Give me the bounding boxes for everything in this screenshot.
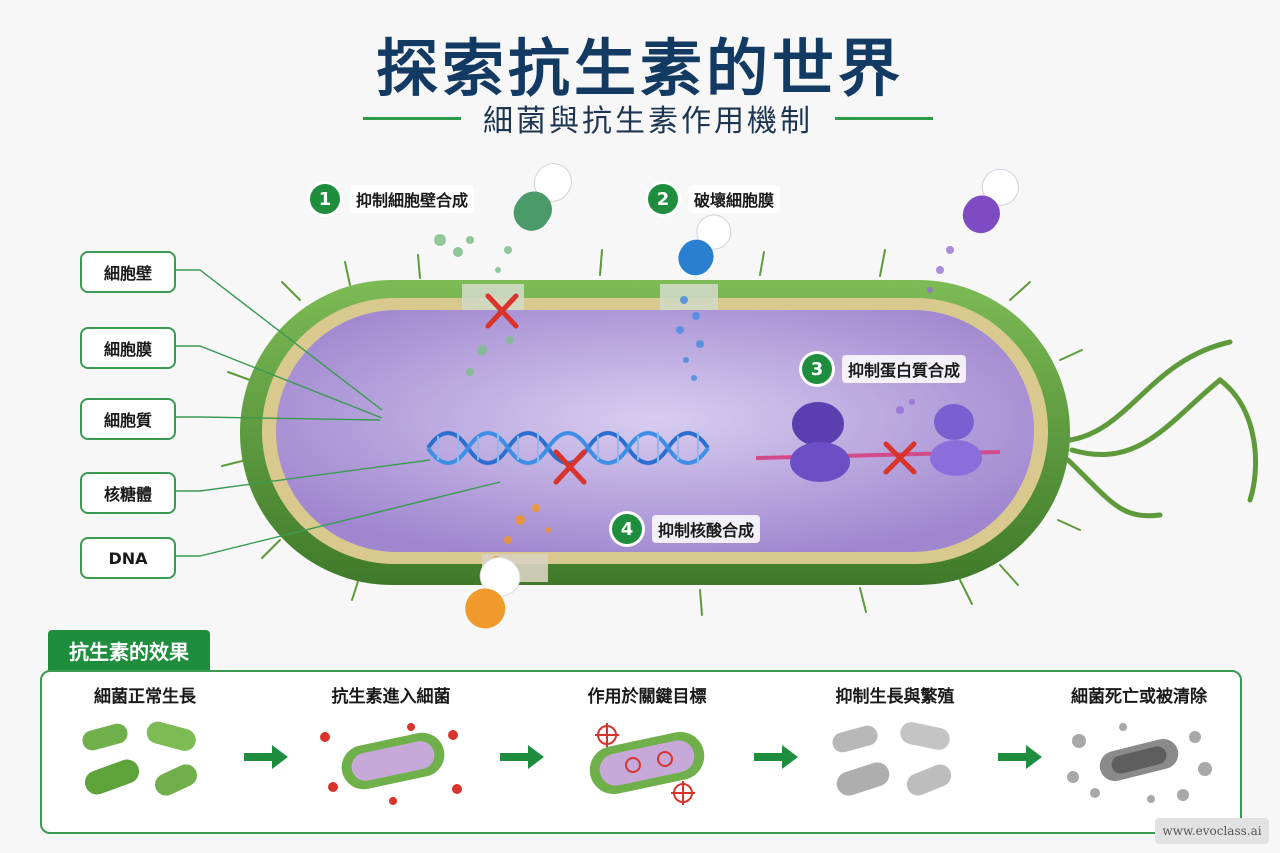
mechanism-1-badge: 1 抑制細胞壁合成 <box>310 184 475 214</box>
arrow-right-icon <box>998 745 1042 769</box>
watermark: www.evoclass.ai <box>1155 818 1269 844</box>
effect-stage-4: 抑制生長與繁殖 <box>800 682 990 809</box>
inhibit-mark <box>485 293 519 329</box>
particles-green <box>434 234 514 376</box>
effect-stage-2: 抗生素進入細菌 <box>296 682 486 809</box>
effect-stage-1: 細菌正常生長 <box>50 682 240 809</box>
page-title: 探索抗生素的世界 <box>375 32 904 105</box>
effect-stage-1-label: 細菌正常生長 <box>94 687 196 707</box>
particles-blue <box>676 296 704 381</box>
pill-capsule-orange <box>465 557 521 629</box>
inhibit-mark <box>883 441 917 475</box>
ribosome <box>930 404 982 476</box>
effect-stage-3-label: 作用於關鍵目標 <box>587 687 707 707</box>
part-label-dna: DNA <box>80 537 176 579</box>
ribosome <box>790 402 850 482</box>
page-subtitle: 細菌與抗生素作用機制 <box>483 104 813 139</box>
effect-stage-5: 細菌死亡或被清除 <box>1044 682 1234 809</box>
dna-helix <box>426 431 710 465</box>
wall-gap <box>660 284 718 310</box>
mechanism-2-badge: 2 破壞細胞膜 <box>648 184 781 214</box>
subtitle-row: 細菌與抗生素作用機制 <box>358 98 938 139</box>
leader-lines <box>172 269 501 557</box>
step-number-1: 1 <box>310 184 340 214</box>
part-label-cell-wall: 細胞壁 <box>80 251 176 293</box>
bacterium-diagram <box>172 163 1259 629</box>
pill-capsule-green <box>513 163 572 231</box>
part-label-cell-membrane: 細胞膜 <box>80 327 176 369</box>
pill-capsule-purple <box>962 168 1019 234</box>
mechanism-4-badge: 4 抑制核酸合成 <box>612 514 761 544</box>
target-icon <box>589 723 705 805</box>
mechanism-2-label: 破壞細胞膜 <box>688 185 781 213</box>
mechanism-3-badge: 3 抑制蛋白質合成 <box>802 354 967 384</box>
effect-stage-2-label: 抗生素進入細菌 <box>331 687 451 707</box>
subtitle-rule-right <box>835 116 933 120</box>
part-label-ribosome: 核糖體 <box>80 472 176 514</box>
mechanism-1-label: 抑制細胞壁合成 <box>350 185 475 213</box>
part-label-cytoplasm: 細胞質 <box>80 398 176 440</box>
arrow-right-icon <box>244 745 288 769</box>
effect-stage-4-label: 抑制生長與繁殖 <box>835 687 955 707</box>
inhibited-bacteria-icon <box>832 722 952 796</box>
step-number-4: 4 <box>612 514 642 544</box>
inhibit-mark <box>553 449 587 485</box>
mechanism-4-label: 抑制核酸合成 <box>652 515 761 543</box>
effect-stage-5-label: 細菌死亡或被清除 <box>1071 687 1207 707</box>
mechanism-3-label: 抑制蛋白質合成 <box>842 355 967 383</box>
flagellum <box>1065 339 1259 519</box>
pill-capsule-blue <box>678 214 732 276</box>
particles-purple <box>896 246 954 414</box>
effect-stage-3: 作用於關鍵目標 <box>552 682 742 809</box>
step-number-3: 3 <box>802 354 832 384</box>
effects-heading: 抗生素的效果 <box>48 630 210 670</box>
arrow-right-icon <box>500 745 544 769</box>
subtitle-rule-left <box>363 116 461 120</box>
step-number-2: 2 <box>648 184 678 214</box>
dead-bacteria-icon <box>1067 723 1212 803</box>
healthy-bacteria-icon <box>82 721 197 796</box>
arrow-right-icon <box>754 745 798 769</box>
antibiotic-entry-icon <box>320 723 462 805</box>
